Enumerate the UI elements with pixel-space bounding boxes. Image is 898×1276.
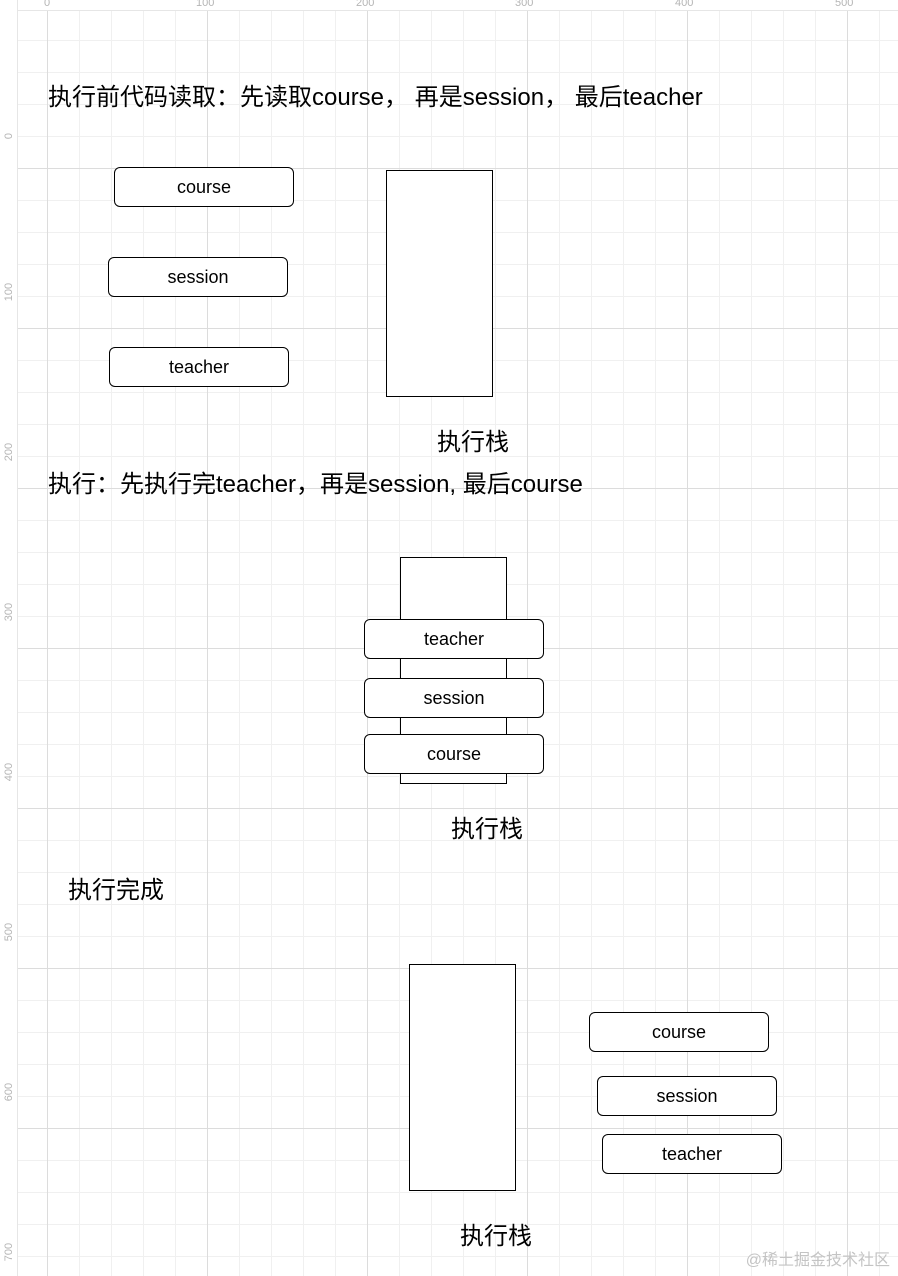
ruler-tick: 300	[515, 0, 534, 9]
ruler-tick: 700	[3, 1242, 15, 1262]
execution-stack[interactable]	[409, 964, 516, 1191]
ruler-tick: 200	[3, 442, 15, 462]
session-box[interactable]: session	[108, 257, 288, 297]
ruler-tick: 0	[44, 0, 51, 9]
ruler-tick: 300	[3, 602, 15, 622]
session-box[interactable]: session	[364, 678, 544, 718]
section2-heading: 执行：先执行完teacher，再是session, 最后course	[48, 471, 583, 498]
watermark: @稀土掘金技术社区	[745, 1252, 890, 1269]
ruler-tick: 100	[3, 282, 15, 302]
ruler-tick: 200	[356, 0, 375, 9]
teacher-box[interactable]: teacher	[602, 1134, 782, 1174]
teacher-box[interactable]: teacher	[109, 347, 289, 387]
ruler-tick: 500	[835, 0, 854, 9]
ruler-tick: 100	[196, 0, 215, 9]
ruler-tick: 600	[3, 1082, 15, 1102]
ruler-tick: 400	[675, 0, 694, 9]
course-box[interactable]: course	[364, 734, 544, 774]
execution-stack[interactable]	[386, 170, 493, 397]
session-box[interactable]: session	[597, 1076, 777, 1116]
course-box[interactable]: course	[589, 1012, 769, 1052]
teacher-box[interactable]: teacher	[364, 619, 544, 659]
ruler-tick: 400	[3, 762, 15, 782]
stack-label: 执行栈	[451, 816, 523, 843]
top-ruler: 0 100 200 300 400 500	[0, 0, 898, 11]
section3-heading: 执行完成	[68, 877, 164, 904]
ruler-tick: 500	[3, 922, 15, 942]
left-ruler: 0 100 200 300 400 500 600 700	[0, 0, 18, 1276]
stack-label: 执行栈	[437, 429, 509, 456]
ruler-tick: 0	[3, 132, 15, 140]
course-box[interactable]: course	[114, 167, 294, 207]
section1-heading: 执行前代码读取：先读取course， 再是session， 最后teacher	[48, 84, 703, 111]
stack-label: 执行栈	[460, 1223, 532, 1250]
